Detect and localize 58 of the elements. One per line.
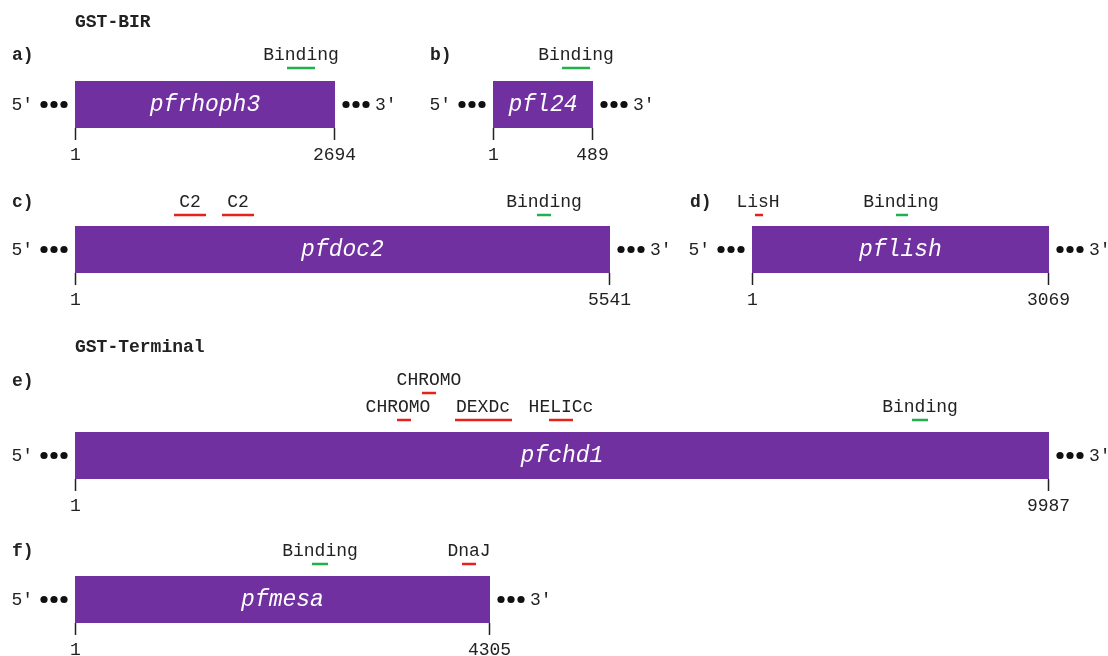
domain-label: Binding: [263, 44, 339, 66]
panel-label: c): [12, 191, 34, 213]
gene-name: pflish: [859, 236, 942, 263]
end-label: 5′: [688, 238, 710, 261]
domain-label: CHROMO: [396, 369, 462, 391]
domain-label: Binding: [538, 44, 614, 66]
gene-name: pfl24: [508, 91, 578, 118]
end-label: 5′: [429, 93, 451, 116]
gene-name: pfchd1: [520, 442, 604, 469]
position-number: 1: [70, 144, 81, 166]
panel-label: d): [690, 191, 712, 213]
end-label: 5′: [11, 588, 33, 611]
gene-bar: [752, 226, 1049, 273]
end-label: 5′: [11, 93, 33, 116]
domain-label: C2: [179, 191, 201, 213]
section-heading: GST-BIR: [75, 11, 151, 33]
panel-label: a): [12, 44, 34, 66]
gene-name: pfrhoph3: [149, 91, 261, 118]
domain-label: HELICc: [528, 396, 594, 418]
position-number: 1: [70, 639, 81, 656]
end-label: 3′: [1089, 238, 1108, 261]
domain-label: Binding: [863, 191, 939, 213]
domain-label: Binding: [282, 540, 358, 562]
domain-label: DEXDc: [456, 396, 510, 418]
panel-label: f): [12, 540, 34, 562]
end-label: 3′: [530, 588, 552, 611]
end-label: 3′: [375, 93, 397, 116]
end-label: 5′: [11, 238, 33, 261]
end-label: 5′: [11, 444, 33, 467]
domain-label: CHROMO: [365, 396, 431, 418]
end-label: 3′: [650, 238, 672, 261]
gene-name: pfdoc2: [301, 236, 384, 263]
position-number: 9987: [1026, 495, 1071, 517]
position-number: 4305: [467, 639, 512, 656]
gene-bar: [493, 81, 593, 128]
position-number: 1: [747, 289, 758, 311]
domain-label: C2: [227, 191, 249, 213]
domain-label: Binding: [506, 191, 582, 213]
end-label: 3′: [633, 93, 655, 116]
position-number: 489: [576, 144, 609, 166]
panel-label: e): [12, 370, 34, 392]
gene-bar: [75, 576, 490, 623]
gene-bar: [75, 432, 1049, 479]
position-number: 1: [70, 495, 81, 517]
gene-bar: [75, 81, 335, 128]
position-number: 2694: [312, 144, 357, 166]
section-heading: GST-Terminal: [75, 336, 205, 358]
panel-label: b): [430, 44, 452, 66]
gene-bar: [75, 226, 610, 273]
position-number: 1: [488, 144, 499, 166]
domain-label: LisH: [736, 191, 780, 213]
position-number: 5541: [587, 289, 632, 311]
gene-name: pfmesa: [241, 586, 324, 613]
position-number: 1: [70, 289, 81, 311]
domain-label: DnaJ: [447, 540, 491, 562]
domain-label: Binding: [882, 396, 958, 418]
position-number: 3069: [1026, 289, 1071, 311]
end-label: 3′: [1089, 444, 1108, 467]
